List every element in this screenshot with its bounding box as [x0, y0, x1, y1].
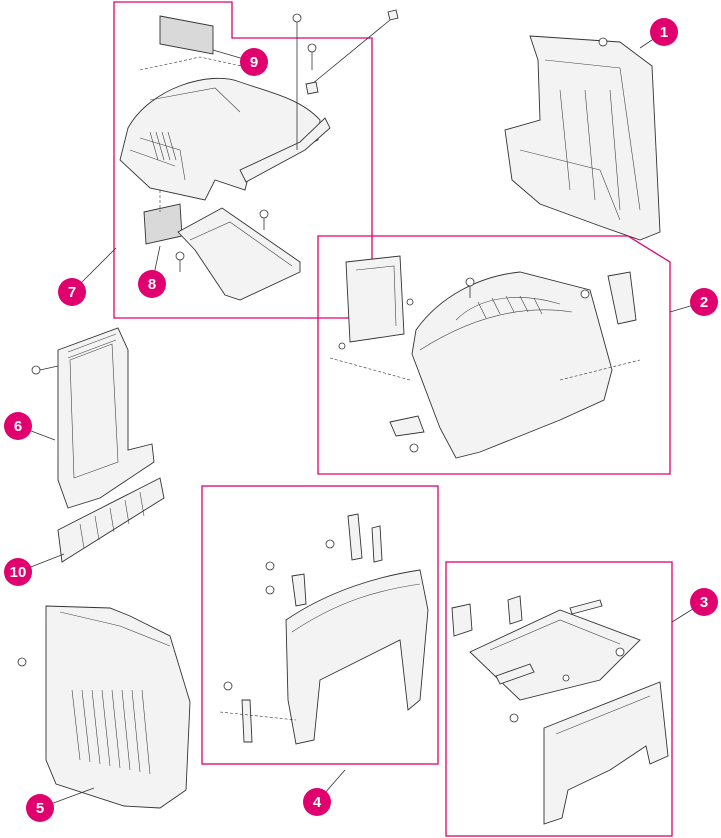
- screw-icon: [176, 252, 184, 272]
- label-8-part: [144, 204, 182, 244]
- callout-number: 4: [313, 794, 322, 811]
- top-cover-part: [120, 78, 320, 200]
- screw-icon: [599, 38, 607, 46]
- callout-number: 8: [148, 276, 156, 293]
- callout-number: 6: [14, 418, 22, 435]
- callout-10: 10: [4, 558, 32, 586]
- callout-number: 1: [660, 24, 668, 41]
- screw-icon: [410, 444, 418, 452]
- callout-number: 3: [700, 594, 708, 611]
- callout-number: 9: [250, 54, 258, 71]
- screw-icon: [616, 648, 624, 656]
- callout-2: 2: [690, 288, 718, 316]
- front-cover-part: [412, 272, 612, 458]
- callout-7: 7: [58, 278, 86, 306]
- screw-icon: [32, 366, 58, 374]
- part-6-side-panel: [32, 328, 154, 508]
- callout-6: 6: [4, 412, 32, 440]
- screw-icon: [18, 658, 26, 666]
- callout-4: 4: [303, 788, 331, 816]
- callout-number: 5: [36, 800, 44, 817]
- screw-icon: [224, 682, 232, 690]
- callout-number: 7: [68, 284, 76, 301]
- callout-5: 5: [26, 794, 54, 822]
- group-2-front-cover-assembly: [318, 236, 670, 474]
- screw-icon: [326, 540, 334, 548]
- screw-icon: [260, 210, 268, 230]
- callout-8: 8: [138, 270, 166, 298]
- tray-part: [178, 208, 300, 300]
- part-1-side-panel: [505, 36, 660, 240]
- part-5-side-cover: [18, 606, 190, 808]
- callout-1: 1: [650, 18, 678, 46]
- callout-9: 9: [240, 48, 268, 76]
- screw-icon: [308, 44, 316, 70]
- group-3-paper-tray-assembly: [446, 562, 672, 836]
- screw-icon: [510, 714, 518, 722]
- tray-front-part: [544, 682, 668, 824]
- callout-number: 2: [700, 294, 708, 311]
- screw-icon: [266, 562, 274, 570]
- screw-icon: [581, 290, 589, 298]
- screw-icon: [266, 586, 274, 594]
- callout-number: 10: [10, 564, 27, 581]
- callout-3: 3: [690, 588, 718, 616]
- label-9-part: [160, 16, 213, 54]
- group-4-inner-frame-assembly: [202, 486, 438, 764]
